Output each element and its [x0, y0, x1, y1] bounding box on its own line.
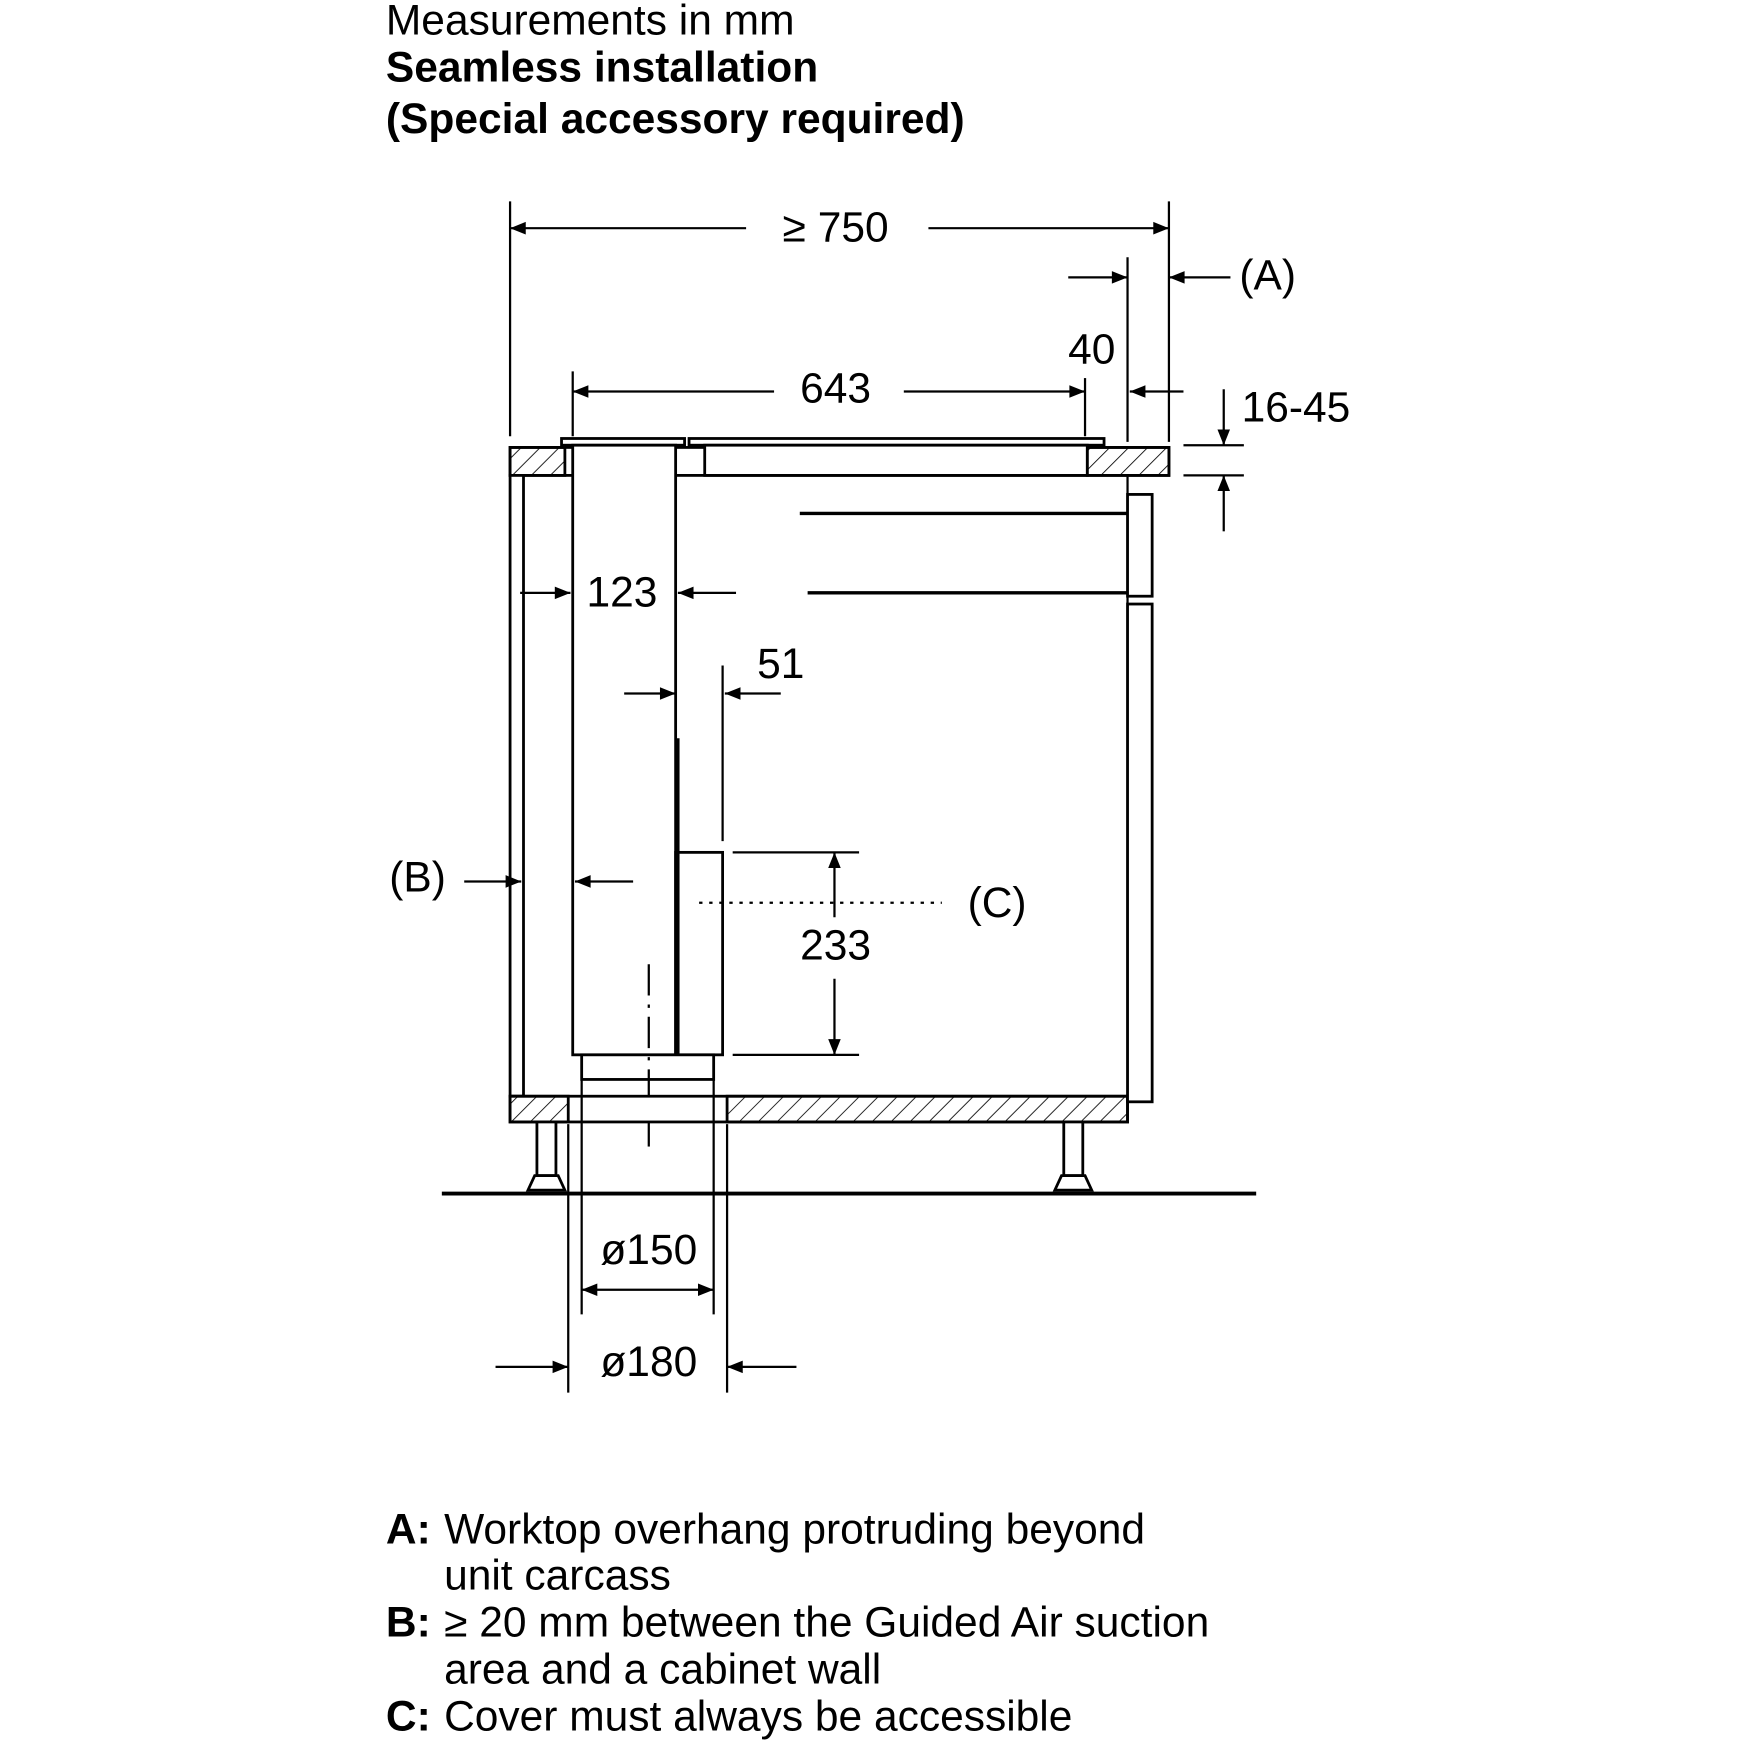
dimension-a: (A)	[1068, 253, 1296, 442]
downdraft-unit	[571, 443, 725, 1147]
legend-key-c: C:	[386, 1693, 431, 1740]
drawer-front	[1126, 493, 1154, 598]
marker-b: (B)	[389, 855, 446, 902]
svg-text:40: 40	[1068, 327, 1115, 374]
subtitle: (Special accessory required)	[386, 96, 965, 143]
svg-text:ø180: ø180	[600, 1339, 697, 1386]
svg-text:≥ 750: ≥ 750	[783, 205, 889, 252]
legend-text-b-2: area and a cabinet wall	[444, 1646, 881, 1693]
hob	[560, 437, 1106, 477]
dimension-51: 51	[624, 641, 804, 842]
svg-text:643: 643	[800, 366, 871, 413]
header: Measurements in mm Seamless installation…	[386, 0, 965, 143]
svg-text:16-45: 16-45	[1242, 385, 1351, 432]
leg-right	[1062, 1120, 1085, 1178]
legend-text-b-1: ≥ 20 mm between the Guided Air suction	[444, 1599, 1209, 1646]
marker-a: (A)	[1239, 253, 1296, 300]
dimension-180: ø180	[495, 1124, 797, 1393]
title: Seamless installation	[386, 45, 818, 92]
leg-left	[535, 1120, 558, 1178]
dimension-150: ø150	[580, 1079, 715, 1315]
legend-key-b: B:	[386, 1599, 431, 1646]
dimension-233: 233	[732, 851, 871, 1056]
svg-text:123: 123	[586, 569, 657, 616]
dimension-643: 643	[571, 366, 1087, 437]
svg-text:51: 51	[757, 641, 804, 688]
legend-text-c-1: Cover must always be accessible	[444, 1693, 1072, 1740]
marker-c-group: (C)	[699, 880, 1027, 927]
door-front	[1126, 602, 1154, 1104]
dimension-750: ≥ 750	[508, 201, 1171, 442]
cabinet	[441, 474, 1257, 1196]
marker-c: (C)	[968, 880, 1027, 927]
dimension-40: 40	[1068, 327, 1184, 398]
legend-key-a: A:	[386, 1507, 431, 1554]
dimension-123: 123	[520, 569, 737, 616]
dimension-worktop-thickness: 16-45	[1183, 385, 1350, 532]
legend-text-a-2: unit carcass	[444, 1553, 671, 1600]
units-note: Measurements in mm	[386, 0, 795, 45]
legend-text-a-1: Worktop overhang protruding beyond	[444, 1507, 1145, 1554]
svg-text:233: 233	[800, 923, 871, 970]
marker-b-group: (B)	[389, 855, 634, 902]
legend: A: Worktop overhang protruding beyond un…	[386, 1507, 1209, 1741]
svg-text:ø150: ø150	[600, 1227, 697, 1274]
